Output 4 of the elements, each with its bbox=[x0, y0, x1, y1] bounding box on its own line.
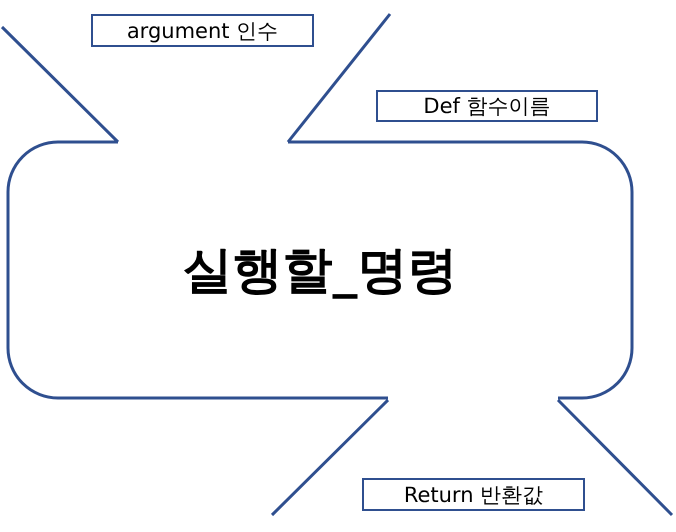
command-text: 실행할_명령 bbox=[182, 240, 458, 301]
label-box: Return 반환값 bbox=[362, 478, 585, 511]
label-box: argument 인수 bbox=[91, 14, 314, 47]
label-box: Def 함수이름 bbox=[376, 90, 598, 122]
